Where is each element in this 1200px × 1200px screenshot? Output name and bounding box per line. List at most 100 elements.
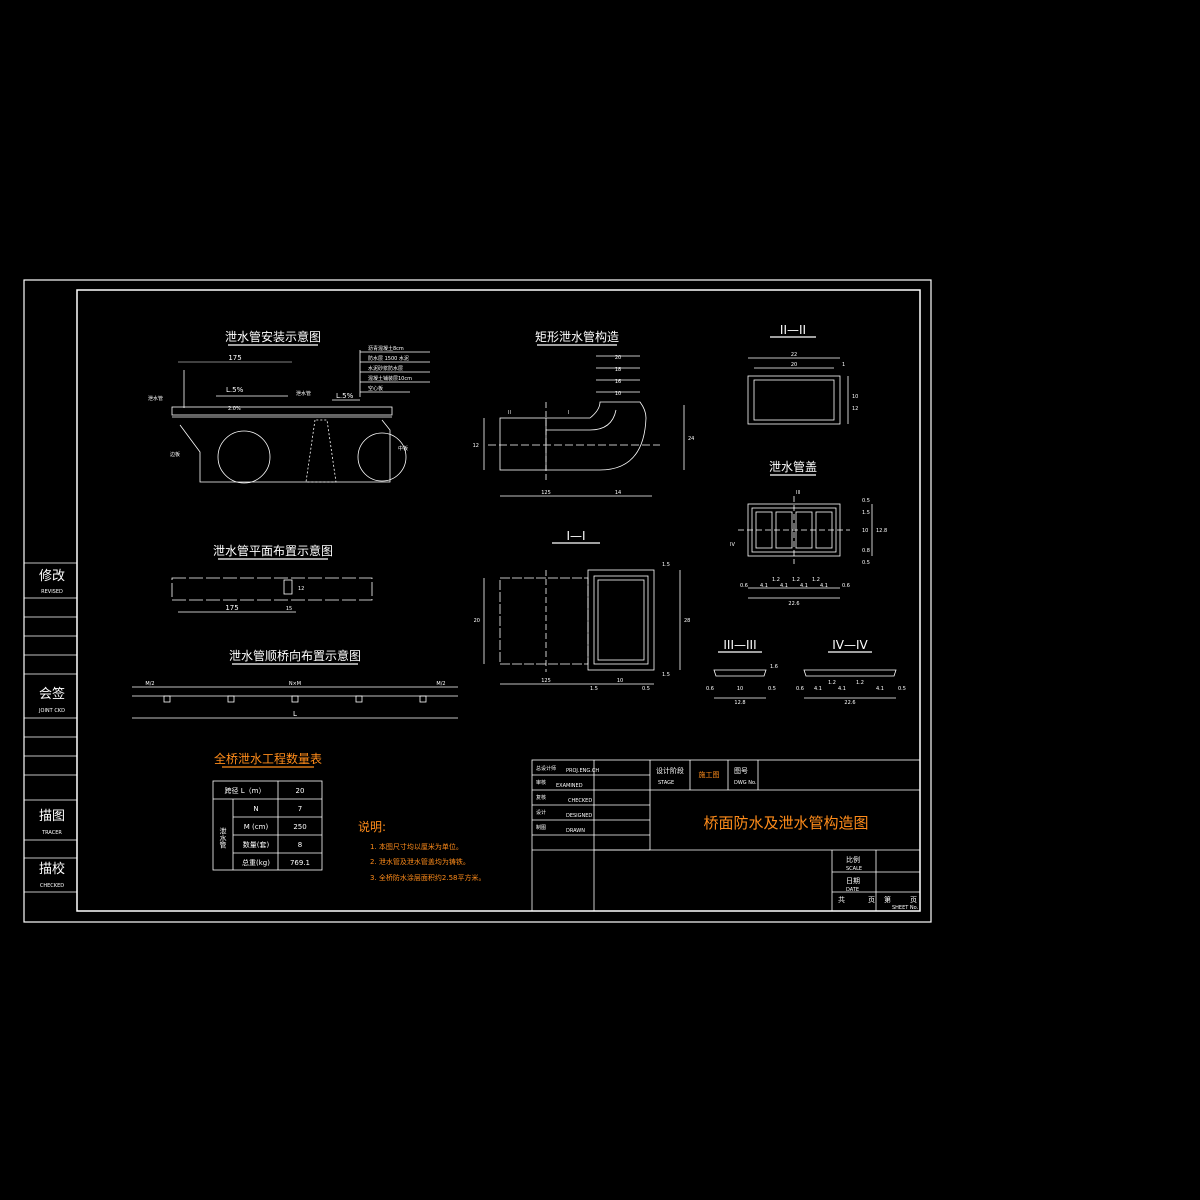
qty-header-span: 跨径 L（m）: [225, 786, 266, 795]
qty-table: 全桥泄水工程数量表 跨径 L（m） 20 泄水管 N 7 M (cm) 250 …: [212, 751, 323, 871]
sec3-dim-2: 10: [737, 686, 743, 692]
install-title: 泄水管安装示意图: [225, 329, 321, 344]
title-block: 总设计师 PROJ.ENG.CH 审核 EXAMINED 复核 CHECKED …: [531, 759, 921, 912]
tb-scale-label: 比例: [846, 855, 860, 864]
qty-table-title: 全桥泄水工程数量表: [214, 751, 322, 766]
tb-phase-label-en: STAGE: [658, 780, 674, 786]
plan-view: 泄水管平面布置示意图 175 15 12: [171, 543, 373, 613]
qty-row-value-4: 769.1: [290, 859, 310, 867]
sec3-dim-total: 12.8: [734, 700, 745, 706]
note-1: 1. 本图尺寸均以厘米为单位。: [370, 842, 463, 851]
sec2-dim-side: 1: [842, 362, 845, 368]
tb-dwg-no-label: 图号: [734, 767, 748, 775]
sec3-dim-1: 0.6: [706, 686, 714, 692]
sec1-view: I—I 20 28 125 10 1.5 1.5 0.5 1.5: [474, 529, 691, 692]
sec3-dim-3: 0.5: [768, 686, 776, 692]
install-label-left: 边板: [170, 451, 180, 458]
sec1-dim-small-3: 0.5: [642, 686, 650, 692]
install-label-drain: 泄水管: [148, 395, 163, 402]
tb-dwg-no-en: DWG No.: [734, 780, 757, 786]
sec2-dim-w-in: 20: [791, 362, 797, 368]
qty-row-label-2: M (cm): [244, 823, 269, 831]
sec4-dim-7: 0.5: [898, 686, 906, 692]
sec2-view: II—II 22 20 1 10 12: [747, 323, 858, 425]
tb-row-3-en: CHECKED: [568, 798, 592, 804]
tb-scale-en: SCALE: [846, 866, 862, 872]
sec1-dim-h-right: 28: [684, 618, 690, 624]
tb-phase-value: 施工图: [699, 770, 720, 779]
tb-row-2-en: EXAMINED: [556, 783, 583, 789]
rect-dim-18: 18: [615, 367, 621, 373]
cover-sec-III-top: III: [796, 490, 800, 496]
sec4-dim-total: 22.6: [844, 700, 855, 706]
sec3-view: III—III 0.6 10 0.5 12.8 1.6: [706, 638, 778, 706]
qty-row-value-2: 250: [293, 823, 306, 831]
tb-row-4: 设计: [536, 809, 546, 816]
notes: 说明: 1. 本图尺寸均以厘米为单位。 2. 泄水管及泄水管盖均为铸铁。 3. …: [358, 819, 486, 882]
qty-group: 泄水管: [219, 827, 227, 850]
sec1-dim-small-1: 1.5: [662, 562, 670, 568]
tb-sheet-no: 第: [884, 895, 891, 904]
rect-sec-I: I: [568, 410, 569, 416]
cover-dim-r2: 1.5: [862, 510, 870, 516]
sec2-dim-w-out: 22: [791, 352, 797, 358]
install-dim-175: 175: [228, 354, 241, 362]
cover-dim-7: 1.2: [812, 577, 820, 583]
install-view: 泄水管安装示意图 175 L.5% L.5% 2.0% 泄水管 泄水管 边板 中…: [148, 329, 430, 484]
cover-title: 泄水管盖: [769, 459, 817, 474]
sec2-title: II—II: [780, 323, 806, 337]
note-2: 2. 泄水管及泄水管盖均为铸铁。: [370, 857, 470, 866]
sec4-title: IV—IV: [832, 638, 868, 652]
sec3-title: III—III: [723, 638, 756, 652]
tb-row-2: 审核: [536, 779, 546, 786]
tb-date-label: 日期: [846, 877, 860, 885]
install-layer-5: 空心板: [368, 385, 383, 392]
tb-sheet-total: 共: [838, 895, 845, 904]
check-label-en: CHECKED: [40, 883, 64, 889]
long-dim-m: N×M: [289, 681, 301, 687]
rect-view: 矩形泄水管构造 20 18 16 10 12 24 125 14 II I: [473, 329, 694, 497]
cover-sec-IV: IV: [730, 542, 735, 548]
cover-dim-r1: 0.5: [862, 498, 870, 504]
rect-dim-left: 12: [473, 443, 479, 449]
tb-drawing-title: 桥面防水及泄水管构造图: [703, 814, 868, 832]
install-slope-mid: 2.0%: [228, 406, 241, 412]
plan-dim-a: 175: [225, 604, 238, 612]
sec1-dim-small-4: 1.5: [590, 686, 598, 692]
qty-row-value-3: 8: [298, 841, 302, 849]
cover-dim-3: 1.2: [772, 577, 780, 583]
tb-phase-label: 设计阶段: [656, 766, 684, 775]
plan-dim-b: 15: [286, 606, 292, 612]
revise-label: 修改: [39, 569, 65, 584]
sec4-dim-4: 4.1: [838, 686, 846, 692]
cover-view: 泄水管盖 III IV 0.6 4.1 1.2 4.1 1.2 4.1 1.2 …: [730, 459, 887, 607]
tb-sheet-page: 页: [868, 896, 875, 904]
sidebar: [24, 562, 77, 893]
cover-dim-9: 0.6: [842, 583, 850, 589]
revise-label-en: REVISED: [41, 589, 63, 595]
notes-heading: 说明:: [358, 819, 386, 834]
tb-sheet-page2: 页: [910, 896, 917, 904]
cover-dim-r5: 0.5: [862, 560, 870, 566]
cover-dim-2: 4.1: [760, 583, 768, 589]
install-layer-1: 沥青混凝土8cm: [368, 345, 404, 352]
rect-title: 矩形泄水管构造: [535, 329, 619, 344]
qty-row-value-1: 7: [298, 805, 302, 813]
cover-dim-h-total: 12.8: [876, 528, 887, 534]
rect-dim-right: 24: [688, 436, 694, 442]
inner-frame: [76, 289, 921, 912]
sec1-dim-small-2: 1.5: [662, 672, 670, 678]
tb-row-5: 制图: [536, 824, 546, 831]
sec1-title: I—I: [566, 529, 585, 543]
plan-dim-c: 12: [298, 586, 304, 592]
qty-row-label-1: N: [253, 805, 258, 813]
tb-date-en: DATE: [846, 887, 859, 893]
sec4-dim-3: 1.2: [828, 680, 836, 686]
sec4-dim-1: 0.6: [796, 686, 804, 692]
install-layer-2: 防水层 1500 水泥: [368, 355, 409, 362]
tb-row-4-en: DESIGNED: [566, 813, 592, 819]
install-layer-4: 混凝土铺装层10cm: [368, 375, 412, 382]
sec4-view: IV—IV 0.6 4.1 1.2 4.1 1.2 4.1 0.5 22.6: [796, 638, 906, 706]
cover-dim-r4: 0.8: [862, 548, 870, 554]
